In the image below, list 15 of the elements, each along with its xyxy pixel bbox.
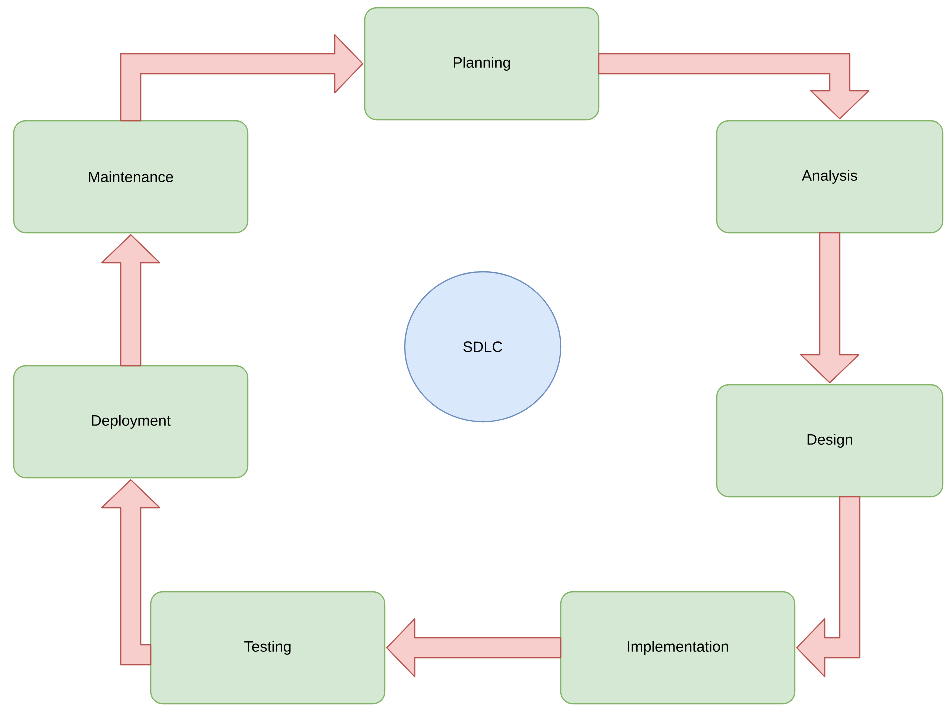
block-arrow [386, 618, 562, 678]
process-box: Deployment [13, 365, 249, 479]
block-arrow [800, 232, 860, 384]
circle-node: SDLC [404, 271, 562, 423]
process-box: Planning [364, 7, 600, 121]
block-arrow [796, 496, 861, 678]
block-arrow [120, 34, 364, 122]
process-box: Testing [150, 591, 386, 705]
block-arrow [101, 234, 161, 367]
process-box: Analysis [716, 120, 944, 234]
process-box: Implementation [560, 591, 796, 705]
process-box: Maintenance [13, 120, 249, 234]
block-arrow [598, 53, 870, 120]
block-arrow [101, 479, 161, 666]
process-box: Design [716, 384, 944, 498]
